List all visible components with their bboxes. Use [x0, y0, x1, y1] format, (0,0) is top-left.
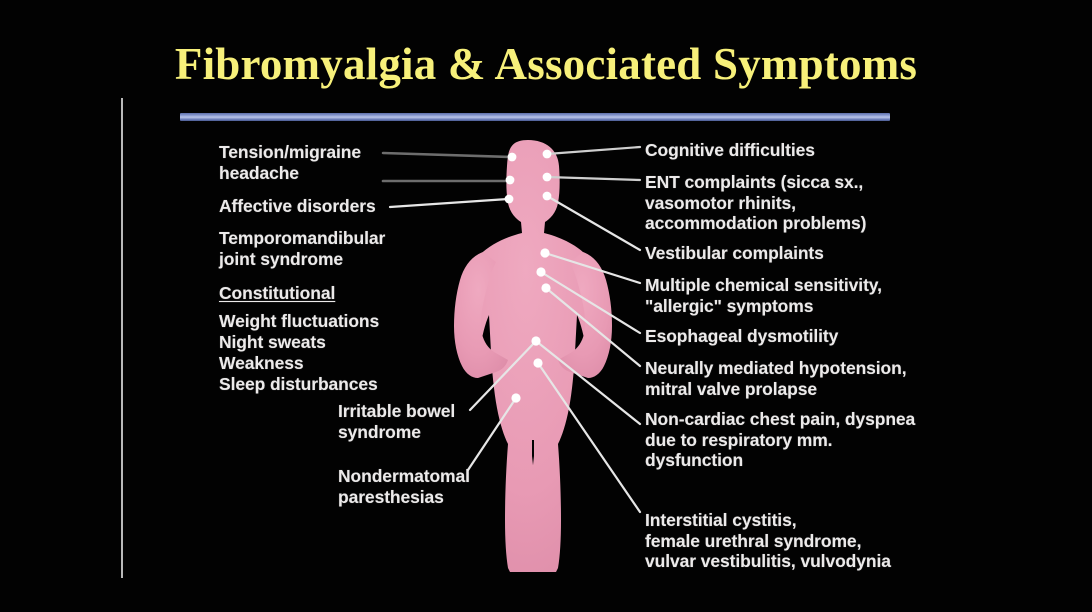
label-affective-disorders: Affective disorders	[219, 196, 376, 216]
label-weight-fluctuations: Weight fluctuations	[219, 311, 380, 331]
body-silhouette	[454, 140, 612, 572]
label-weakness: Weakness	[219, 353, 304, 373]
label-interstitial-cystitis: Interstitial cystitis, female urethral s…	[645, 510, 891, 571]
label-night-sweats: Night sweats	[219, 332, 326, 352]
title-divider-rule	[180, 113, 890, 121]
label-ent-complaints: ENT complaints (sicca sx., vasomotor rhi…	[645, 172, 867, 233]
label-cognitive-difficulties: Cognitive difficulties	[645, 140, 815, 160]
label-sleep-disturbances: Sleep disturbances	[219, 374, 378, 394]
anatomical-markers	[504, 149, 552, 403]
leader-lines	[381, 145, 642, 514]
label-multiple-chemical-sensitivity: Multiple chemical sensitivity, "allergic…	[645, 275, 882, 316]
label-non-cardiac-chest-pain: Non-cardiac chest pain, dyspnea due to r…	[645, 409, 916, 470]
label-tension-migraine-headache: Tension/migraine headache	[219, 142, 361, 183]
left-border-rule	[121, 98, 123, 578]
heading-constitutional: Constitutional	[219, 283, 336, 303]
label-nondermatomal-paresthesias: Nondermatomal paresthesias	[338, 466, 470, 507]
label-vestibular-complaints: Vestibular complaints	[645, 243, 824, 263]
page-title: Fibromyalgia & Associated Symptoms	[174, 39, 918, 89]
label-neurally-mediated-hypotension: Neurally mediated hypotension, mitral va…	[645, 358, 907, 399]
label-irritable-bowel-syndrome: Irritable bowel syndrome	[338, 401, 456, 442]
label-esophageal-dysmotility: Esophageal dysmotility	[645, 326, 839, 346]
label-temporomandibular-joint-syndrome: Temporomandibular joint syndrome	[219, 228, 386, 269]
